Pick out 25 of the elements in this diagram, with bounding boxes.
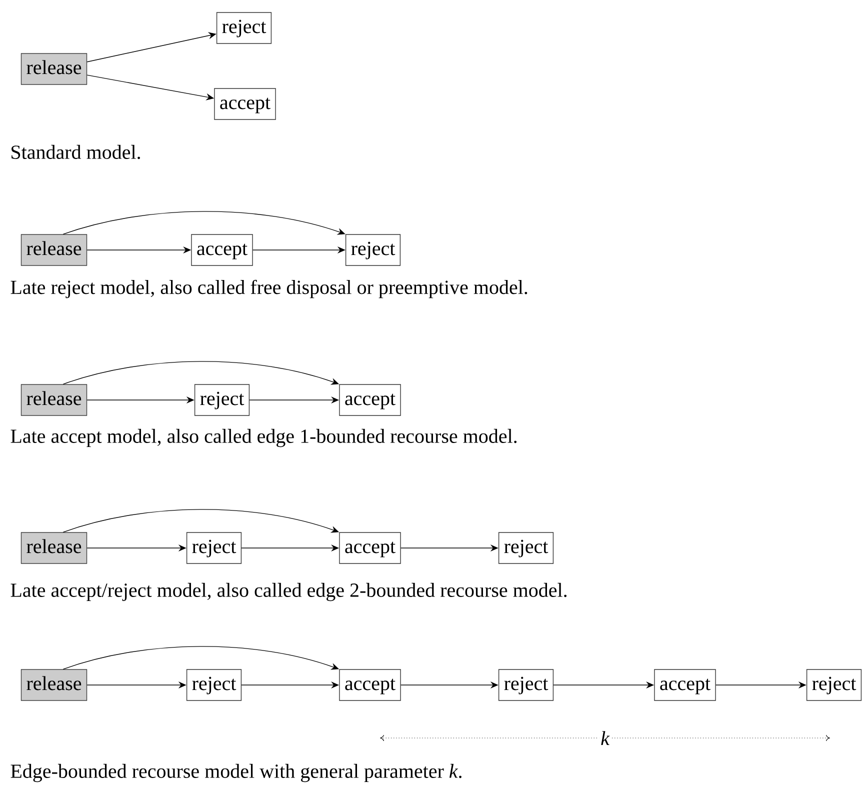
state-box: accept xyxy=(339,669,401,701)
caption: Late reject model, also called free disposal or preemptive model. xyxy=(10,280,528,298)
state-box: accept xyxy=(654,669,716,701)
state-box: accept xyxy=(339,384,401,416)
release-box: release xyxy=(20,53,88,85)
state-box: reject xyxy=(498,669,554,701)
caption: Late accept model, also called edge 1-bounded recourse model. xyxy=(10,428,517,448)
release-box: release xyxy=(20,384,88,416)
caption: Late accept/reject model, also called edge 2-bounded recourse model. xyxy=(10,582,566,602)
release-box: release xyxy=(20,234,88,266)
state-box: accept xyxy=(191,234,253,266)
state-box: reject xyxy=(498,532,554,564)
state-box: reject xyxy=(186,669,242,701)
state-box: accept xyxy=(339,532,401,564)
state-box: reject xyxy=(186,532,242,564)
caption: Standard model. xyxy=(12,144,140,160)
state-box: reject xyxy=(345,234,401,266)
state-box: reject xyxy=(806,669,862,701)
state-box: reject xyxy=(216,12,272,44)
release-box: release xyxy=(20,532,88,564)
parameter-label: k xyxy=(599,730,611,746)
state-box: accept xyxy=(214,88,276,120)
release-box: release xyxy=(20,669,88,701)
caption: Edge-bounded recourse model with general parameter k. xyxy=(10,764,462,782)
state-box: reject xyxy=(194,384,250,416)
